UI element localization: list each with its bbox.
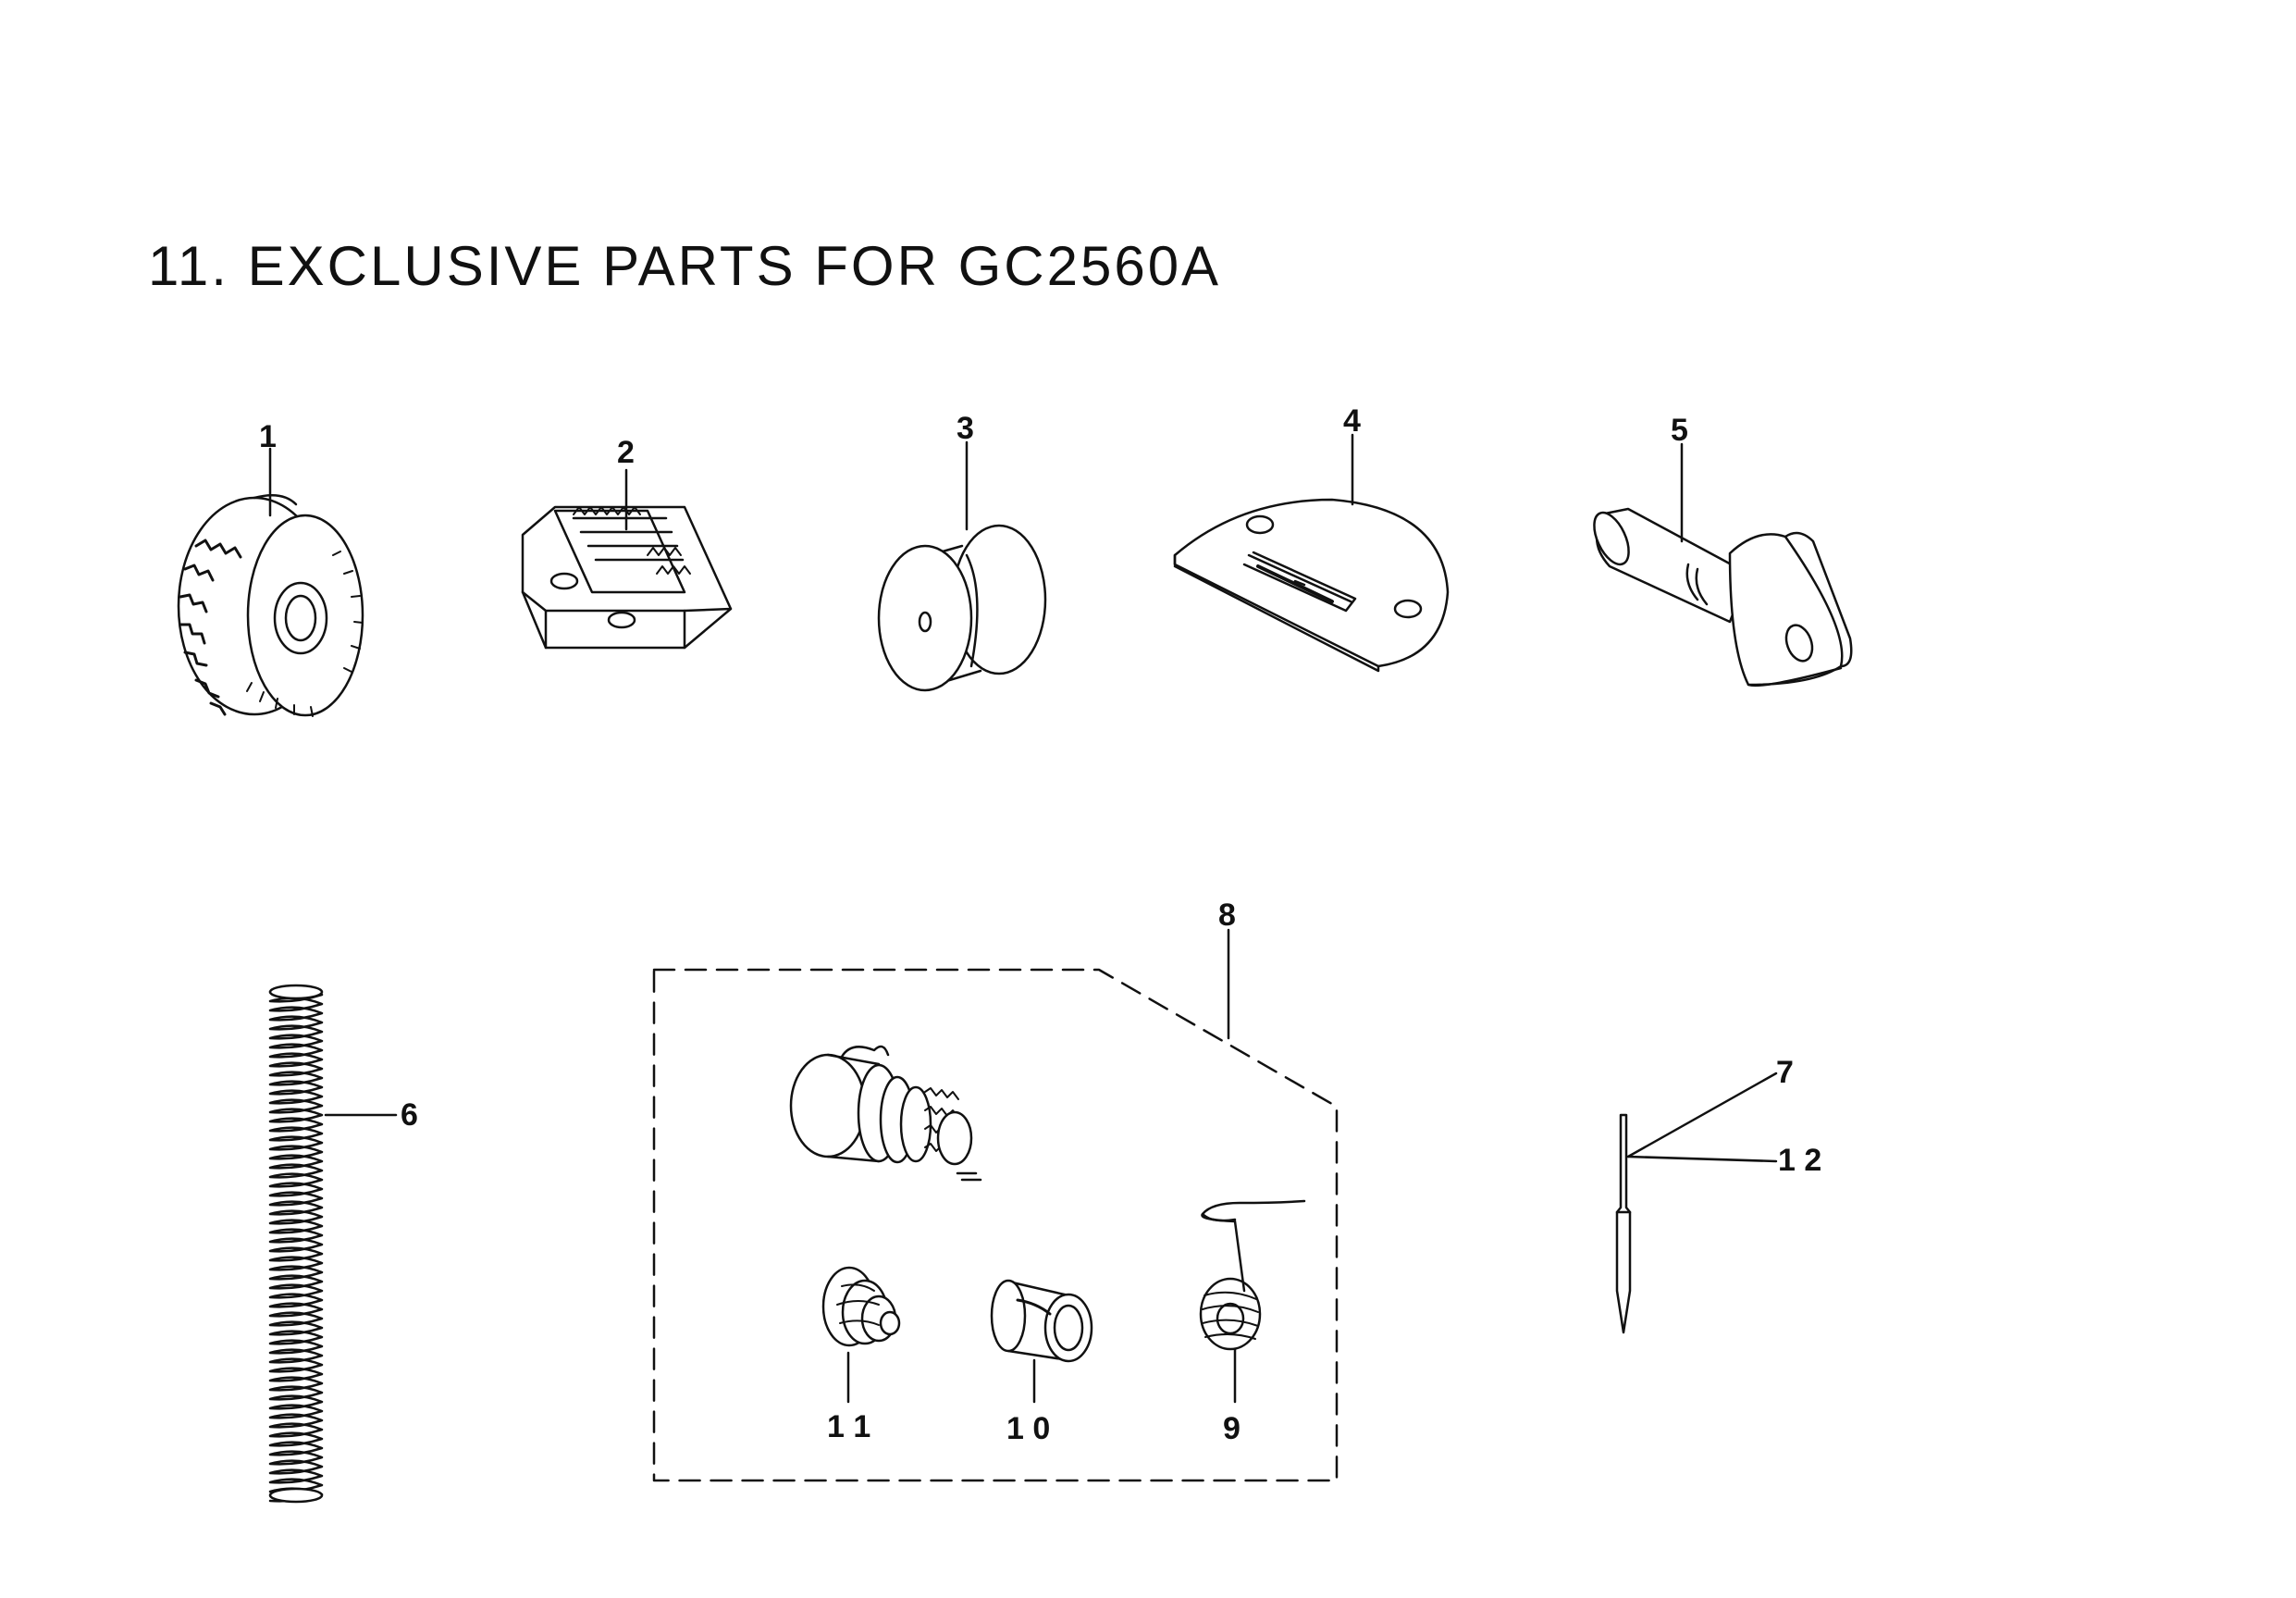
callout-10: 1 0 [1006, 1411, 1050, 1446]
page-title-clip: 11. EXCLUSIVE PARTS FOR GC2560A [148, 208, 1218, 297]
part-4-needle-plate [1173, 498, 1450, 673]
leader-12 [1626, 1155, 1778, 1163]
part-10-sleeve [990, 1279, 1093, 1363]
callout-5: 5 [1671, 413, 1688, 448]
callout-8: 8 [1218, 898, 1236, 933]
part-3-pulley [877, 524, 1047, 692]
callout-4: 4 [1343, 403, 1361, 439]
callout-7: 7 [1776, 1055, 1794, 1090]
part-11-tension-nut [821, 1266, 901, 1347]
callout-1: 1 [259, 419, 277, 454]
part-8-tension-assembly [789, 1045, 982, 1182]
page-title: 11. EXCLUSIVE PARTS FOR GC2560A [148, 235, 1222, 297]
callout-2: 2 [617, 435, 635, 470]
part-6-spring [268, 984, 324, 1504]
callout-6: 6 [401, 1097, 418, 1133]
callout-9: 9 [1223, 1411, 1241, 1446]
part-2-feed-dog [521, 505, 733, 650]
part-1-dial-wheel [177, 493, 364, 717]
part-8-assembly-outline [652, 968, 1339, 1482]
callout-12: 1 2 [1778, 1143, 1821, 1178]
part-5-crank [1593, 507, 1853, 688]
part-7-needle [1615, 1113, 1632, 1334]
leader-7 [1626, 1072, 1778, 1158]
callout-11: 1 1 [827, 1409, 870, 1444]
part-9-takeup-spring [1199, 1199, 1306, 1351]
callout-3: 3 [957, 411, 974, 446]
